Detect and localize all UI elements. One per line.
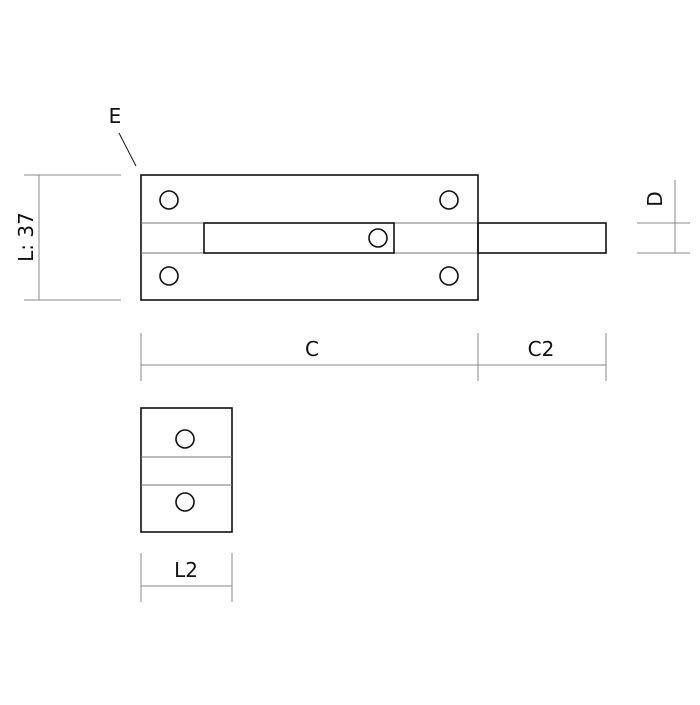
edge-label: E: [109, 104, 122, 128]
screw-hole-bottom-left: [159, 266, 179, 286]
c2-label: C2: [528, 337, 555, 361]
c-label: C: [305, 337, 319, 361]
bolt-slot: [203, 222, 395, 254]
keeper-screw-hole-bottom: [175, 492, 195, 512]
edge-leader-line: [118, 132, 137, 167]
bolt-rod: [477, 222, 607, 254]
bolt-knob: [368, 228, 388, 248]
l2-dimension: [140, 553, 233, 602]
keeper-outline: [140, 407, 233, 533]
diameter-dimension: [637, 180, 690, 254]
edge-callout: E: [109, 104, 137, 167]
screw-hole-top-right: [439, 190, 459, 210]
bolt-plate: [140, 174, 607, 301]
keeper-screw-hole-top: [175, 429, 195, 449]
screw-hole-bottom-right: [439, 266, 459, 286]
screw-hole-top-left: [159, 190, 179, 210]
c-dimension: [140, 333, 607, 381]
keeper-plate: [140, 407, 233, 533]
diameter-label: D: [643, 191, 667, 206]
length-dimension: [24, 174, 121, 301]
l2-label: L2: [174, 558, 198, 582]
length-label: L: 37: [14, 212, 38, 262]
plate-outline: [140, 174, 479, 301]
